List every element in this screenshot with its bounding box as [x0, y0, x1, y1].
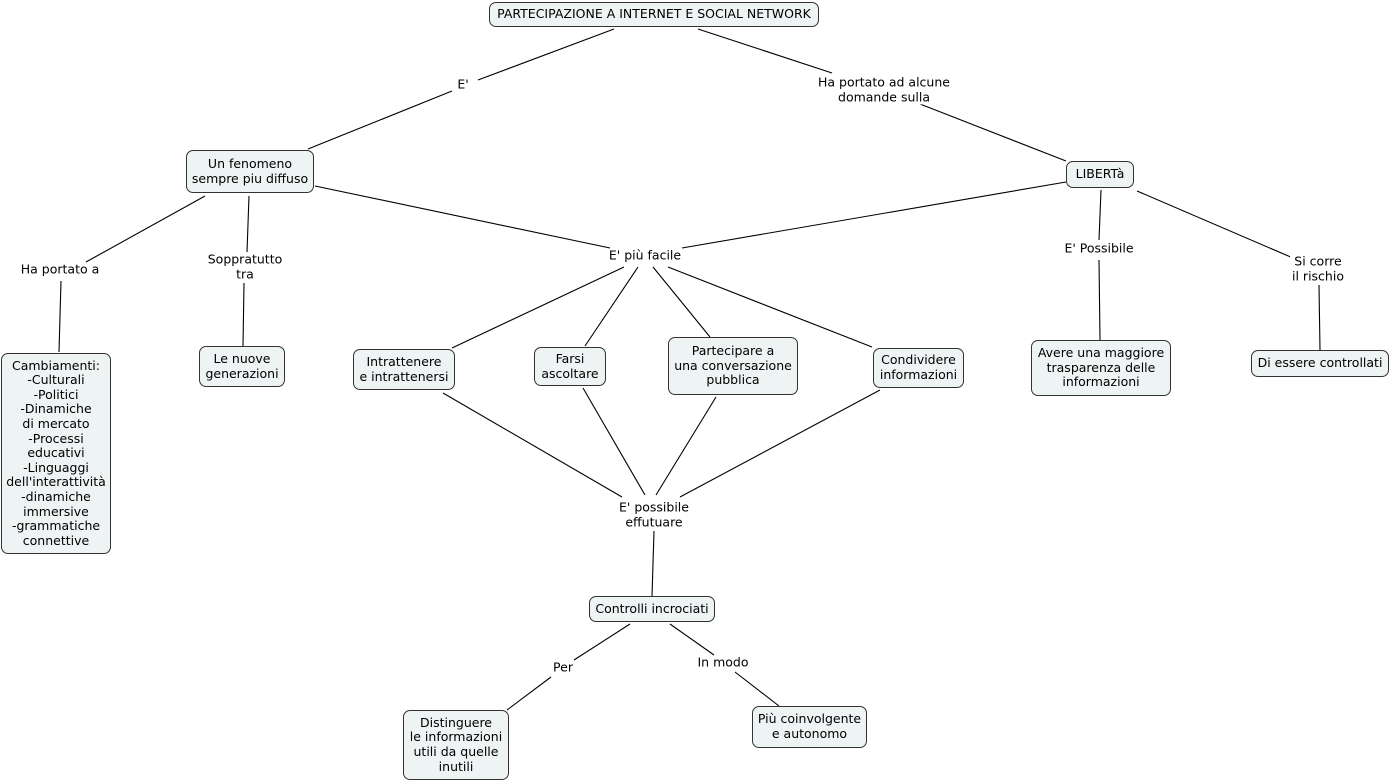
- node-coinvolgente[interactable]: Più coinvolgente e autonomo: [752, 706, 867, 748]
- edge-fenomeno-soprattutto: [246, 195, 250, 253]
- edge-piufacile-intrattenere: [451, 266, 625, 349]
- edge-farsi-effettuare: [582, 387, 646, 496]
- edge-piufacile-partecipare: [652, 266, 711, 338]
- edge-liberta-sicorre: [1136, 190, 1294, 259]
- edge-per-distinguere: [506, 676, 552, 711]
- node-distinguere[interactable]: Distinguere le informazioni utili da que…: [403, 710, 509, 780]
- node-farsi-ascoltare[interactable]: Farsi ascoltare: [534, 347, 606, 386]
- link-label-e: E': [455, 76, 471, 93]
- edge-inmodo-coinvolgente: [734, 671, 780, 707]
- node-partecipare[interactable]: Partecipare a una conversazione pubblica: [668, 337, 798, 395]
- edge-piufacile-farsi: [584, 266, 639, 347]
- link-label-si-corre: Si corre il rischio: [1290, 253, 1346, 284]
- node-nuove-generazioni[interactable]: Le nuove generazioni: [199, 346, 285, 387]
- edge-liberta-piufacile: [681, 181, 1067, 249]
- node-controllati[interactable]: Di essere controllati: [1251, 350, 1389, 377]
- edge-piufacile-condividere: [667, 266, 873, 348]
- node-fenomeno[interactable]: Un fenomeno sempre piu diffuso: [186, 150, 314, 193]
- link-label-per: Per: [551, 659, 575, 676]
- edge-fenomeno-piufacile: [314, 185, 611, 249]
- edge-controlli-inmodo: [669, 623, 715, 656]
- edge-partecipare-effettuare: [655, 396, 717, 496]
- node-controlli-incrociati[interactable]: Controlli incrociati: [589, 596, 715, 622]
- edge-root-haportato: [697, 28, 833, 74]
- edge-fenomeno-haportatoa: [85, 195, 206, 263]
- edge-liberta-possibile: [1098, 189, 1102, 241]
- edge-haportatoa-cambiamenti: [58, 280, 62, 353]
- node-trasparenza[interactable]: Avere una maggiore trasparenza delle inf…: [1031, 340, 1171, 396]
- link-label-possibile: E' Possibile: [1062, 240, 1136, 257]
- link-label-soprattutto-tra: Soppratutto tra: [205, 251, 285, 282]
- edge-root-e: [477, 28, 615, 81]
- node-cambiamenti[interactable]: Cambiamenti: -Culturali -Politici -Dinam…: [1, 353, 111, 554]
- edge-intrattenere-effettuare: [442, 392, 623, 498]
- edge-haportato-liberta: [919, 103, 1067, 162]
- edge-possibile-trasparenza: [1098, 259, 1101, 341]
- edge-e-fenomeno: [307, 90, 453, 150]
- node-intrattenere[interactable]: Intrattenere e intrattenersi: [353, 349, 455, 390]
- edge-soprattutto-nuove: [242, 282, 245, 347]
- link-label-in-modo: In modo: [695, 654, 751, 671]
- node-liberta[interactable]: LIBERTà: [1066, 161, 1134, 188]
- edge-controlli-per: [573, 623, 631, 661]
- link-label-piu-facile: E' più facile: [606, 247, 684, 264]
- node-root[interactable]: PARTECIPAZIONE A INTERNET E SOCIAL NETWO…: [489, 2, 819, 27]
- edge-sicorre-controllati: [1318, 284, 1321, 351]
- link-label-ha-portato-domande: Ha portato ad alcune domande sulla: [816, 74, 952, 105]
- edge-effettuare-controlli: [651, 530, 655, 597]
- link-label-possibile-effettuare: E' possibile effutuare: [617, 499, 691, 530]
- link-label-ha-portato-a: Ha portato a: [18, 261, 102, 278]
- node-condividere[interactable]: Condividere informazioni: [873, 348, 964, 388]
- edge-condividere-effettuare: [679, 389, 881, 498]
